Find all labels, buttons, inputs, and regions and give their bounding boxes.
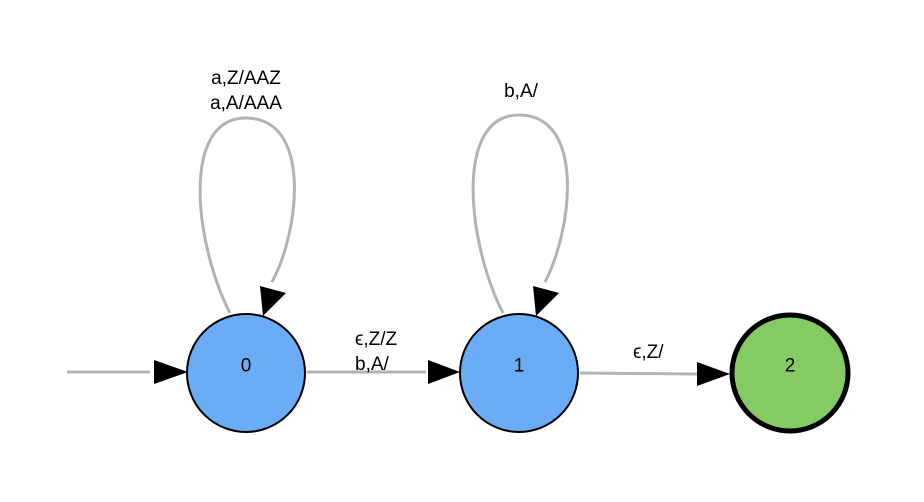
transition-1-1-label: b,A/ [504,81,539,102]
transition-0-0: a,Z/AAZ a,A/AAA [198,68,296,316]
state-0[interactable]: 0 [186,313,306,433]
state-2-accepting[interactable]: 2 [729,312,851,434]
transition-0-1-label-2: b,A/ [355,354,390,375]
transition-0-0-label-1: a,Z/AAZ [211,68,281,89]
transition-0-1-label-1: ϵ,Z/Z [355,329,398,350]
state-1-label: 1 [514,356,525,377]
state-0-label: 0 [241,356,252,377]
state-2-label: 2 [785,356,796,377]
transition-1-1: b,A/ [471,81,569,316]
transition-1-2: ϵ,Z/ [579,342,730,386]
transition-0-0-label-2: a,A/AAA [210,93,282,114]
start-arrow [67,360,188,384]
state-1[interactable]: 1 [459,313,579,433]
transition-1-2-label: ϵ,Z/ [633,342,664,363]
transition-0-1: ϵ,Z/Z b,A/ [307,329,460,384]
